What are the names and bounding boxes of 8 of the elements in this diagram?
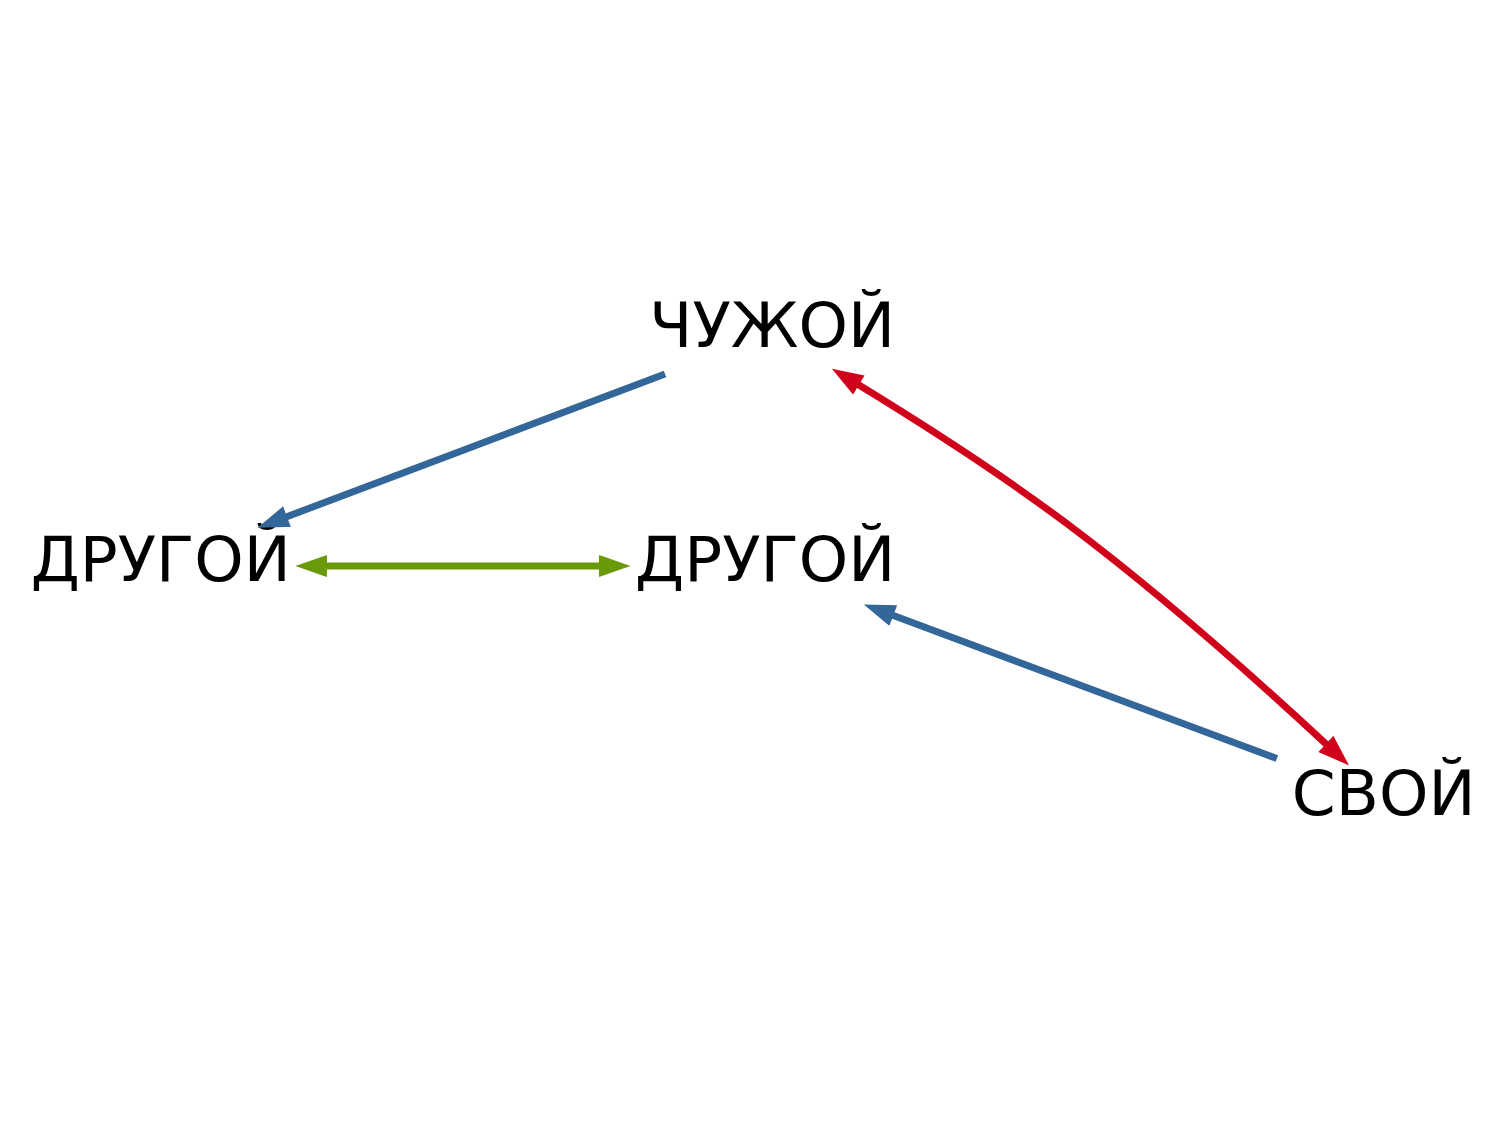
arrow bbox=[257, 370, 667, 528]
node-text: ДРУГОЙ bbox=[30, 522, 291, 596]
node-text: ДРУГОЙ bbox=[635, 522, 896, 596]
node-text: ЧУЖОЙ bbox=[649, 288, 896, 362]
node-text: СВОЙ bbox=[1291, 756, 1476, 830]
arrow bbox=[863, 603, 1279, 762]
arrow bbox=[295, 554, 631, 577]
arrow bbox=[831, 368, 1349, 765]
